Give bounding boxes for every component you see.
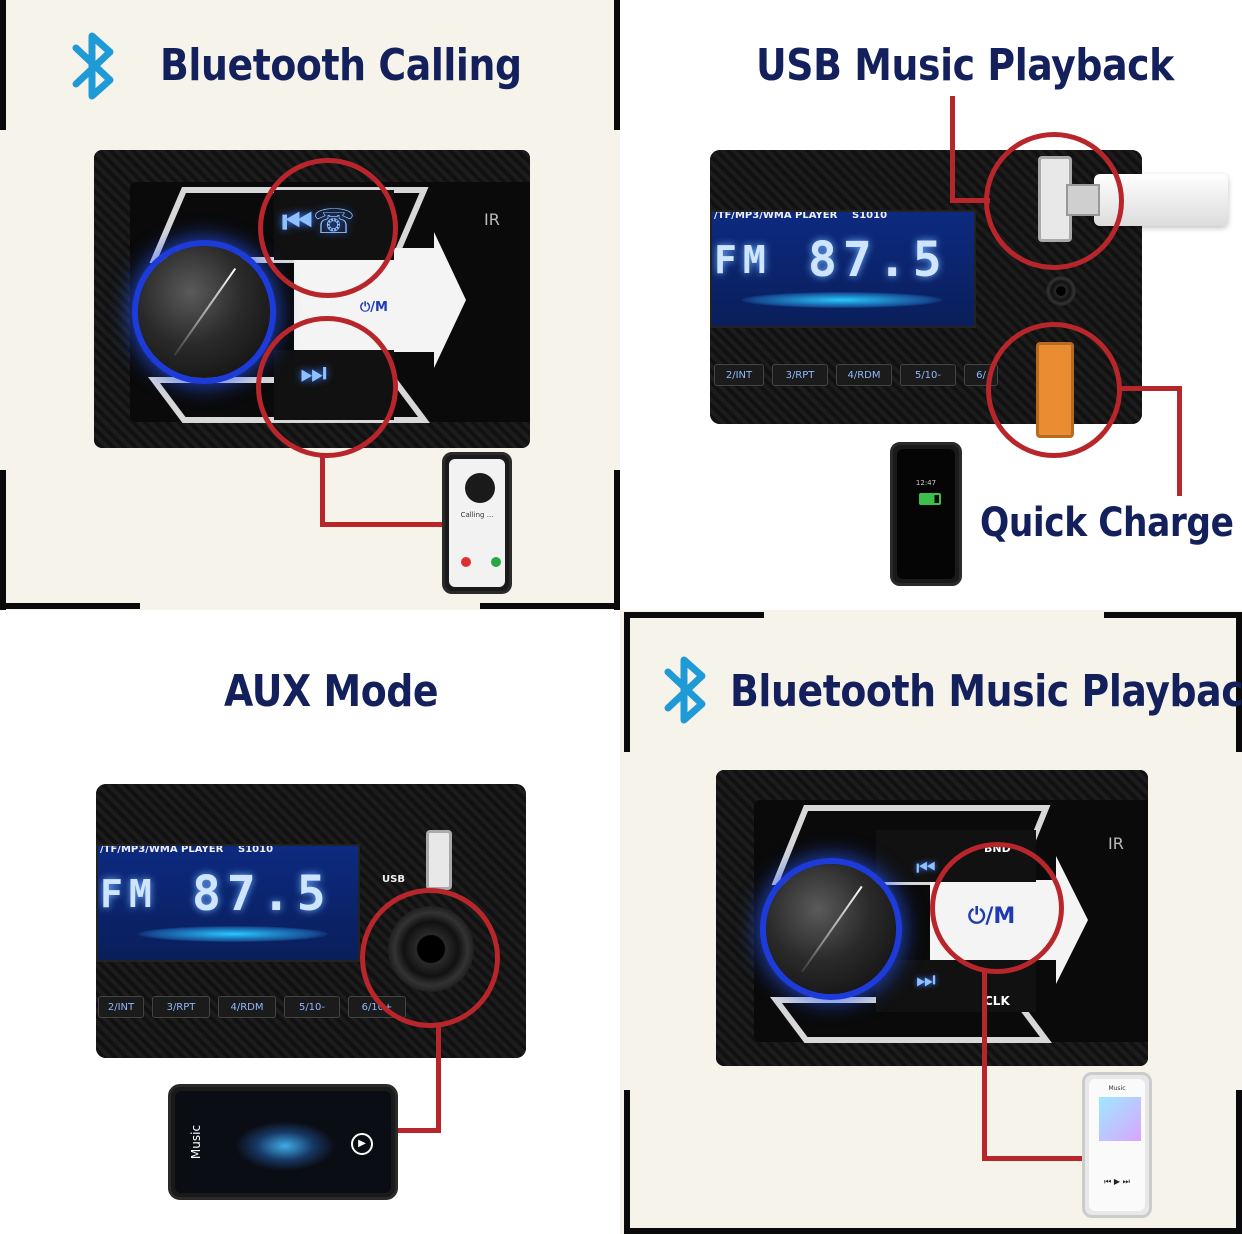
panel-bluetooth-music: Bluetooth Music Playback ⏮ BND ⏻/M ⏭ CLK…: [620, 610, 1242, 1234]
callout-line: [396, 1128, 441, 1133]
callout-line: [320, 522, 446, 527]
panel-title: Bluetooth Music Playback: [730, 666, 1242, 717]
playback-controls-icon[interactable]: ⏮ ▶ ⏭: [1104, 1177, 1130, 1186]
preset-button[interactable]: 2/INT: [714, 364, 764, 386]
usb-port[interactable]: [426, 830, 452, 890]
bluetooth-icon: [664, 656, 706, 724]
lcd-display: /TF/MP3/WMA PLAYER S1010 FM 87.5: [710, 210, 976, 328]
frame-corner: [624, 612, 630, 752]
preset-buttons: 2/INT 3/RPT 4/RDM 5/10- 6/10+: [98, 996, 406, 1018]
callout-circle-charge: [986, 322, 1122, 458]
callout-circle-usb: [984, 132, 1124, 270]
panel-title: Bluetooth Calling: [160, 40, 522, 91]
phone-music: Music ⏮ ▶ ⏭: [1082, 1072, 1152, 1218]
volume-knob[interactable]: [138, 246, 270, 378]
preset-button[interactable]: 4/RDM: [836, 364, 892, 386]
mode-button-label[interactable]: ⏻/M: [360, 300, 388, 315]
player-label: /TF/MP3/WMA PLAYER: [714, 210, 838, 221]
preset-button[interactable]: 4/RDM: [218, 996, 276, 1018]
callout-circle-mode: [930, 842, 1064, 974]
preset-button[interactable]: 3/RPT: [152, 996, 210, 1018]
preset-button[interactable]: 3/RPT: [772, 364, 828, 386]
contact-avatar-icon: [465, 473, 495, 503]
callout-circle-next: [256, 316, 398, 458]
phone-app-title: Music: [1108, 1085, 1126, 1092]
preset-button[interactable]: 5/10-: [900, 364, 956, 386]
frame-corner: [0, 603, 140, 609]
frame-corner: [480, 603, 620, 609]
phone-calling: Calling ...: [442, 452, 512, 594]
play-button-icon[interactable]: ▶: [351, 1133, 373, 1155]
model-label: S1010: [238, 844, 274, 855]
lcd-visualizer: [138, 926, 328, 942]
phone-app-title: Music: [189, 1124, 204, 1160]
lcd-display: /TF/MP3/WMA PLAYER S1010 FM 87.5: [96, 844, 360, 962]
album-art: [1099, 1097, 1141, 1141]
ir-label: IR: [1108, 834, 1124, 853]
frame-corner: [624, 1228, 1242, 1234]
player-label: /TF/MP3/WMA PLAYER: [100, 844, 224, 855]
lcd-visualizer: [742, 292, 942, 308]
band-label: FM: [714, 238, 772, 282]
callout-label-quick-charge: Quick Charge: [980, 500, 1234, 546]
prev-icon[interactable]: ⏮: [916, 856, 936, 881]
callout-circle-aux: [360, 888, 500, 1028]
preset-button[interactable]: 5/10-: [284, 996, 340, 1018]
frame-corner: [1236, 612, 1242, 752]
panel-usb-music: USB Music Playback /TF/MP3/WMA PLAYER S1…: [620, 0, 1242, 610]
preset-button[interactable]: 2/INT: [98, 996, 144, 1018]
phone-charging: 12:47: [890, 442, 962, 586]
battery-icon: [919, 493, 941, 505]
frame-corner: [1104, 612, 1242, 618]
panel-title: AUX Mode: [224, 666, 439, 717]
frame-corner: [624, 612, 764, 618]
frequency-readout: 87.5: [192, 866, 332, 922]
frame-corner: [0, 0, 6, 130]
bluetooth-icon: [72, 32, 114, 100]
head-unit: ⏮ BND ⏻/M ⏭ CLK IR: [716, 770, 1148, 1066]
frame-corner: [0, 470, 6, 610]
accept-call-icon: [491, 557, 501, 567]
panel-aux-mode: AUX Mode /TF/MP3/WMA PLAYER S1010 FM 87.…: [0, 610, 620, 1234]
callout-line: [320, 456, 325, 526]
callout-line: [1120, 386, 1182, 391]
phone-time: 12:47: [915, 479, 937, 487]
panel-bluetooth-calling: Bluetooth Calling ⏮☏ ⏻/M ⏭ IR Calling ..…: [0, 0, 620, 610]
callout-line: [1177, 386, 1182, 496]
ir-label: IR: [484, 210, 500, 229]
callout-line: [982, 972, 987, 1160]
next-icon[interactable]: ⏭: [916, 968, 936, 993]
clk-label: CLK: [984, 994, 1010, 1008]
frame-corner: [1236, 1090, 1242, 1234]
band-label: FM: [100, 872, 158, 916]
callout-line: [950, 198, 990, 203]
frequency-readout: 87.5: [808, 232, 948, 288]
panel-title: USB Music Playback: [756, 40, 1174, 91]
frame-corner: [614, 470, 620, 610]
callout-line: [982, 1156, 1086, 1161]
phone-status: Calling ...: [460, 511, 494, 519]
decline-call-icon: [461, 557, 471, 567]
callout-circle-prev: [258, 158, 398, 298]
frame-corner: [614, 0, 620, 130]
model-label: S1010: [852, 210, 888, 221]
usb-label: USB: [382, 874, 405, 885]
callout-line: [436, 1026, 441, 1132]
preset-buttons: 2/INT 3/RPT 4/RDM 5/10- 6/: [714, 364, 998, 386]
phone-music: Music ▶: [168, 1084, 398, 1200]
frame-corner: [624, 1090, 630, 1234]
volume-knob[interactable]: [766, 864, 896, 994]
aux-jack-icon: [1046, 276, 1076, 306]
callout-line: [950, 96, 955, 202]
waveform-graphic: [235, 1121, 335, 1171]
